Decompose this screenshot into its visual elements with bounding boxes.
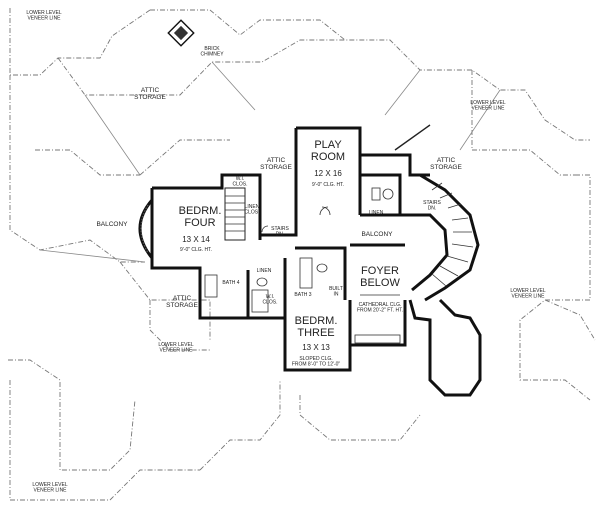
label-linen-right: LINEN (369, 210, 384, 216)
label-balcony-left: BALCONY (96, 221, 128, 228)
label-wi-clos-bath: W.I.CLOS. (262, 294, 277, 306)
label-bedrm-three: BEDRM.THREE (295, 315, 338, 339)
label-bedrm-three-dim: 13 X 13 (302, 343, 330, 352)
stairs-right (431, 182, 474, 287)
label-bedrm-three-clg: SLOPED CLG.FROM 8'-0" TO 12'-0" (292, 356, 341, 368)
label-foyer-clg: CATHEDRAL CLG.FROM 20'-2" FT. HT. (357, 302, 403, 314)
fixtures (204, 187, 401, 344)
label-play-room-dim: 12 X 16 (314, 169, 342, 178)
label-balcony-mid: BALCONY (361, 231, 393, 238)
label-bedrm-four-clg: 9'-0" CLG. HT. (180, 247, 212, 253)
label-wi-clos-top: W.I.CLOS. (232, 176, 247, 188)
stairs-left (224, 187, 246, 241)
roof-lines (8, 8, 596, 501)
balcony-arc (138, 199, 154, 259)
label-bath-4: BATH 4 (222, 280, 239, 286)
label-bedrm-four: BEDRM.FOUR (179, 205, 222, 229)
brick-chimney-symbol (167, 19, 195, 47)
label-linen-bath: LINEN (257, 268, 272, 274)
label-play-room-clg: 9'-0" CLG. HT. (312, 182, 344, 188)
label-bath-3: BATH 3 (294, 292, 311, 298)
walls (150, 124, 482, 397)
label-bedrm-four-dim: 13 X 14 (182, 235, 210, 244)
